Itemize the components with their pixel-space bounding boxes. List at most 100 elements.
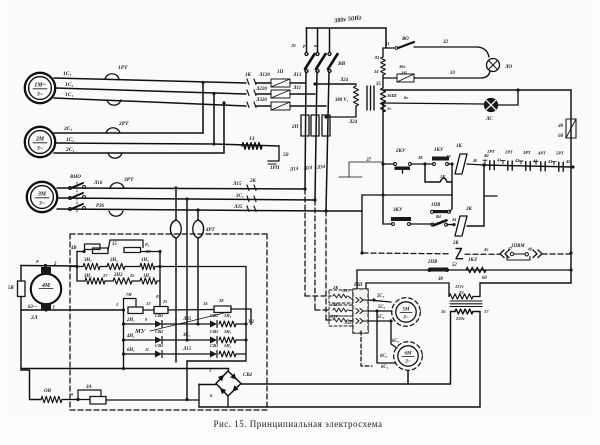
svg-text:р²: р² <box>302 43 307 48</box>
svg-text:1М~: 1М~ <box>34 83 46 89</box>
svg-text:3РТ: 3РТ <box>522 150 531 155</box>
svg-text:25: 25 <box>129 273 135 278</box>
svg-text:42: 42 <box>514 158 519 163</box>
svg-text:МУ: МУ <box>134 328 147 335</box>
svg-text:35: 35 <box>375 82 381 87</box>
svg-text:У2: У2 <box>248 320 254 325</box>
svg-text:1С₂: 1С₂ <box>65 82 73 88</box>
svg-text:380v 50Hz: 380v 50Hz <box>333 14 363 24</box>
svg-text:6М: 6М <box>405 352 413 357</box>
svg-text:9: 9 <box>145 317 148 322</box>
svg-text:Р36: Р36 <box>96 204 105 209</box>
svg-text:Р: Р <box>36 259 39 264</box>
svg-text:2РТ: 2РТ <box>504 150 513 155</box>
svg-text:28: 28 <box>145 249 151 254</box>
svg-text:Р₁: Р₁ <box>156 294 161 299</box>
svg-text:44: 44 <box>451 217 456 222</box>
svg-text:1К: 1К <box>245 73 252 78</box>
svg-text:2Л: 2Л <box>30 315 38 321</box>
svg-text:33: 33 <box>449 71 456 76</box>
svg-text:3Н₂: 3Н₂ <box>83 258 92 263</box>
svg-text:3~: 3~ <box>402 316 408 321</box>
svg-text:4РТ: 4РТ <box>205 228 216 233</box>
svg-text:28: 28 <box>218 298 224 303</box>
svg-text:2ПВ: 2ПВ <box>427 260 438 265</box>
svg-text:40: 40 <box>483 153 489 158</box>
svg-text:13: 13 <box>249 136 255 142</box>
svg-text:1К: 1К <box>456 144 463 149</box>
svg-text:Рис. 15. Принципиальная электр: Рис. 15. Принципиальная электросхема <box>213 419 382 429</box>
svg-text:3РТ: 3РТ <box>123 177 134 183</box>
svg-text:9: 9 <box>71 392 74 397</box>
svg-text:38: 38 <box>417 155 423 160</box>
svg-text:Р₂: Р₂ <box>145 242 150 247</box>
svg-text:2: 2 <box>53 262 57 267</box>
svg-text:3Н₁: 3Н₁ <box>223 329 232 334</box>
svg-text:41: 41 <box>496 158 501 163</box>
svg-text:6С₃: 6С₃ <box>380 354 388 359</box>
svg-text:2Н2: 2Н2 <box>113 273 123 278</box>
svg-text:1ПВ: 1ПВ <box>431 203 441 208</box>
svg-text:2РТ: 2РТ <box>118 121 129 127</box>
svg-text:1Н₂: 1Н₂ <box>143 274 151 279</box>
svg-text:6v: 6v <box>404 95 409 100</box>
svg-text:ВВ: ВВ <box>337 61 346 67</box>
svg-text:Л15: Л15 <box>232 182 242 187</box>
svg-text:1: 1 <box>209 368 211 373</box>
svg-text:2М: 2М <box>35 137 45 143</box>
svg-text:50: 50 <box>283 152 289 158</box>
svg-text:37: 37 <box>365 158 371 163</box>
svg-text:Л11: Л11 <box>292 86 301 91</box>
svg-text:40: 40 <box>472 158 478 163</box>
svg-text:17: 17 <box>484 309 489 314</box>
svg-text:1С₁: 1С₁ <box>63 71 71 77</box>
svg-text:Л24: Л24 <box>348 120 358 125</box>
svg-text:1КЛ: 1КЛ <box>468 258 478 263</box>
svg-text:39: 39 <box>445 154 451 159</box>
svg-text:Л35: Л35 <box>233 205 243 210</box>
svg-text:Л13: Л13 <box>292 73 302 78</box>
svg-text:11: 11 <box>145 347 149 352</box>
svg-text:4Н₁: 4Н₁ <box>126 334 135 339</box>
svg-text:38: 38 <box>437 277 443 282</box>
svg-text:5С₁: 5С₁ <box>377 294 385 299</box>
svg-text:1К: 1К <box>440 174 446 179</box>
svg-text:3~: 3~ <box>36 92 44 98</box>
svg-text:40: 40 <box>557 124 563 129</box>
svg-text:4РТ: 4РТ <box>537 150 546 155</box>
svg-text:1КУ: 1КУ <box>434 148 444 153</box>
svg-text:2К: 2К <box>465 207 473 212</box>
svg-text:Л14: Л14 <box>289 167 300 173</box>
svg-text:45: 45 <box>483 247 489 252</box>
svg-text:6С₁: 6С₁ <box>381 365 389 370</box>
svg-text:60: 60 <box>558 134 563 139</box>
svg-text:32: 32 <box>442 40 449 45</box>
svg-text:5С₃: 5С₃ <box>377 315 385 320</box>
svg-text:Л1: Л1 <box>290 43 296 48</box>
svg-text:25: 25 <box>162 299 167 304</box>
svg-text:2П: 2П <box>291 125 300 130</box>
svg-text:3Н₂: 3Н₂ <box>83 274 92 279</box>
svg-text:34: 34 <box>373 69 379 74</box>
svg-text:3~: 3~ <box>36 146 44 152</box>
svg-text:ЗА: ЗА <box>85 385 93 390</box>
svg-text:16: 16 <box>441 309 446 314</box>
svg-text:Л15: Л15 <box>182 347 192 352</box>
svg-text:Л38: Л38 <box>343 320 352 325</box>
svg-text:ЛС: ЛС <box>485 117 493 122</box>
svg-text:220v: 220v <box>455 316 466 321</box>
svg-text:ОВ: ОВ <box>44 389 52 394</box>
svg-text:Л24: Л24 <box>303 166 314 172</box>
svg-text:Л17: Л17 <box>341 288 350 293</box>
svg-text:380 V₁: 380 V₁ <box>334 98 349 103</box>
svg-text:1РП: 1РП <box>270 166 281 171</box>
svg-text:2КУ: 2КУ <box>395 149 406 154</box>
svg-text:1С₃: 1С₃ <box>65 92 73 98</box>
svg-text:СВ1: СВ1 <box>210 329 218 334</box>
svg-text:1: 1 <box>116 302 118 307</box>
svg-text:ВО: ВО <box>401 37 409 42</box>
svg-text:Z1: Z1 <box>458 290 464 295</box>
svg-text:3~: 3~ <box>404 360 410 365</box>
svg-text:2К: 2К <box>332 285 339 290</box>
svg-text:14: 14 <box>203 301 208 306</box>
